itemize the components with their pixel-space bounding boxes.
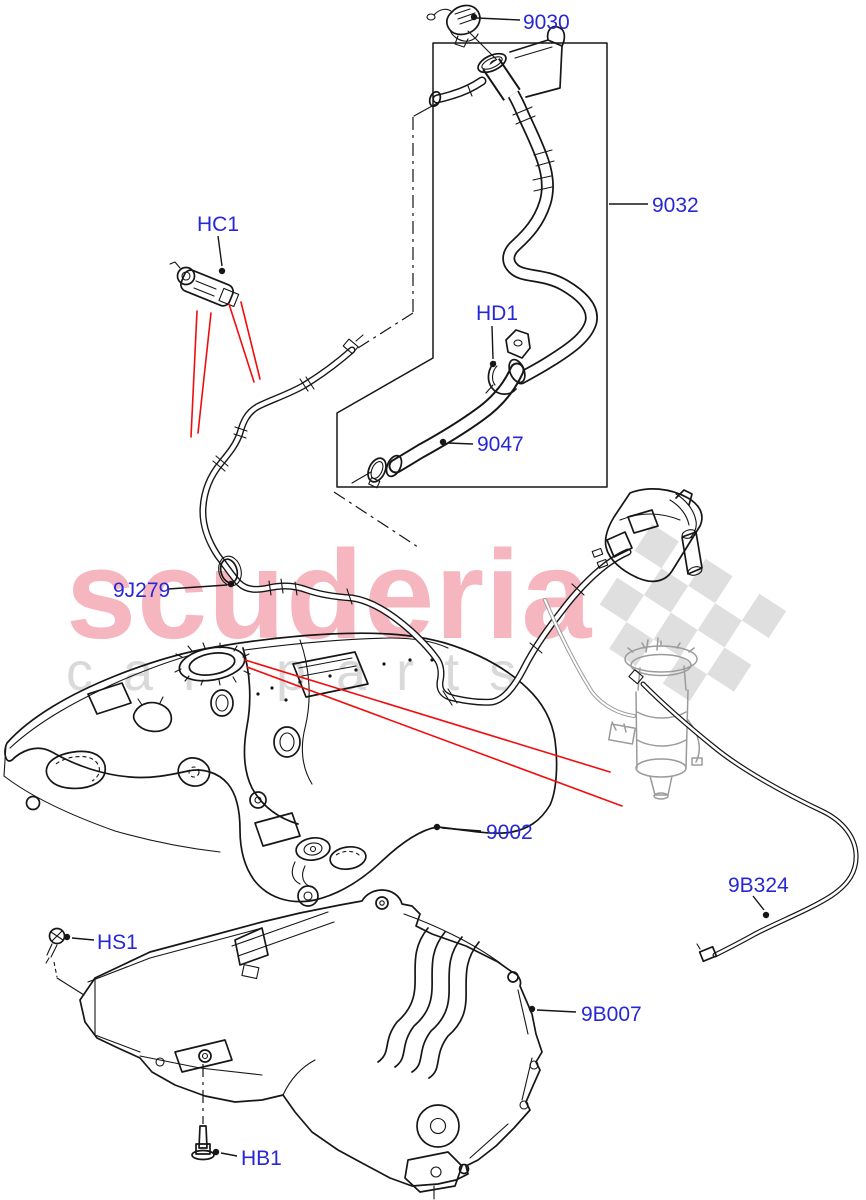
callout-9b324: 9B324 xyxy=(728,874,789,919)
callout-hc1: HC1 xyxy=(197,213,239,275)
part-label-9032[interactable]: 9032 xyxy=(652,194,699,217)
part-label-hc1[interactable]: HC1 xyxy=(197,213,239,236)
part-label-hd1[interactable]: HD1 xyxy=(476,302,518,325)
part-label-9002[interactable]: 9002 xyxy=(486,821,533,844)
callout-9030: 9030 xyxy=(470,11,570,34)
hd1-clamp xyxy=(485,329,531,398)
callout-hb1: HB1 xyxy=(212,1147,282,1170)
fuel-line-9b324 xyxy=(628,669,856,963)
callouts: 9030 9032 HC1 HD1 9047 9J279 9002 9B324 xyxy=(63,11,789,1170)
callout-9002: 9002 xyxy=(433,821,533,844)
fuel-pump-opening xyxy=(174,642,251,686)
fuel-filler-cap xyxy=(426,4,481,48)
callout-9j279: 9J279 xyxy=(113,579,235,602)
red-highlight-lines xyxy=(190,301,623,807)
part-label-hb1[interactable]: HB1 xyxy=(241,1147,282,1170)
fuel-pump-module xyxy=(543,598,703,800)
callout-9047: 9047 xyxy=(439,433,524,456)
callout-9b007: 9B007 xyxy=(528,1003,642,1026)
filler-pipe xyxy=(428,25,592,378)
filler-pipe-group-box xyxy=(336,42,608,488)
part-label-9j279[interactable]: 9J279 xyxy=(113,579,170,602)
part-label-hs1[interactable]: HS1 xyxy=(97,931,138,954)
part-label-9b324[interactable]: 9B324 xyxy=(728,874,789,897)
callout-hs1: HS1 xyxy=(63,931,138,954)
part-label-9047[interactable]: 9047 xyxy=(477,433,524,456)
rivet-dots xyxy=(256,658,434,702)
hb1-bolt xyxy=(191,1064,215,1161)
tank-shield xyxy=(79,889,543,1200)
filler-hose xyxy=(367,329,531,489)
callout-hd1: HD1 xyxy=(476,302,518,368)
watermark-subtitle-text: car parts xyxy=(66,642,546,702)
part-label-9b007[interactable]: 9B007 xyxy=(581,1003,642,1026)
callout-9032: 9032 xyxy=(609,194,699,217)
watermark: scuderia car parts xyxy=(66,524,787,702)
reference-lines xyxy=(333,30,498,548)
part-label-9030[interactable]: 9030 xyxy=(523,11,570,34)
hc1-valve xyxy=(169,261,240,308)
carbon-canister xyxy=(591,488,703,583)
hose-clamp xyxy=(367,457,387,489)
